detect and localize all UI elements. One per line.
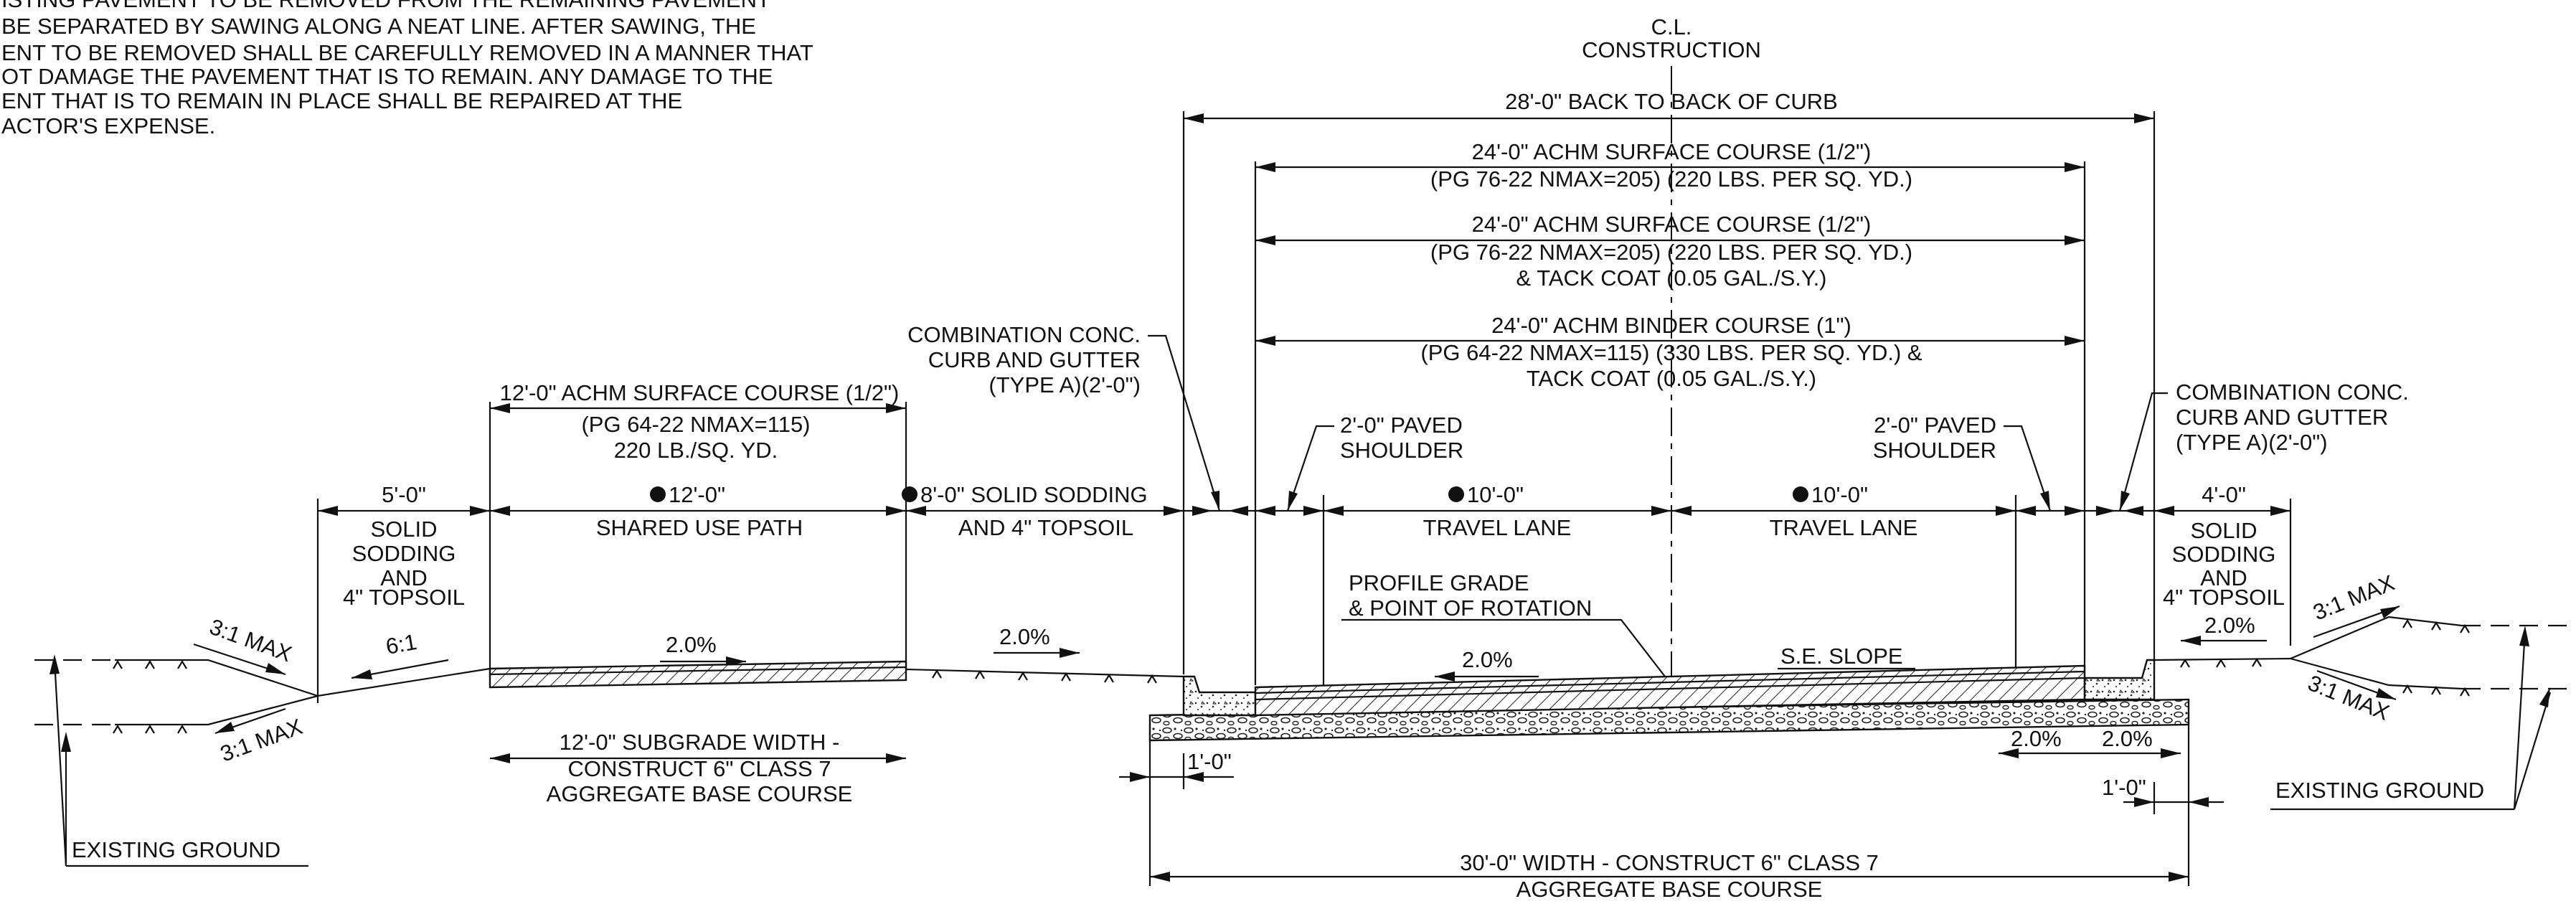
- path-width-bullet: [650, 486, 666, 502]
- right-sod-width: 4'-0": [2202, 482, 2246, 507]
- note-line-1: ISTING PAVEMENT TO BE REMOVED FROM THE R…: [1, 0, 770, 12]
- right-lower-slope: 3:1 MAX: [2304, 670, 2393, 725]
- note-line-5: ENT THAT IS TO REMAIN IN PLACE SHALL BE …: [1, 88, 682, 113]
- mid-sod-desc: AND 4" TOPSOIL: [958, 515, 1133, 540]
- mid-sod-bullet: [902, 486, 917, 502]
- roadway-section: [1148, 659, 2190, 742]
- left-sod-label-3: AND: [380, 565, 427, 590]
- lane-left-label: TRAVEL LANE: [1423, 515, 1572, 540]
- right-sod-label-2: SODDING: [2172, 542, 2276, 567]
- callouts: COMBINATION CONC. CURB AND GUTTER (TYPE …: [49, 322, 2552, 867]
- note-line-6: ACTOR'S EXPENSE.: [1, 113, 215, 138]
- right-sod-slope: 2.0%: [2204, 613, 2255, 638]
- ground-profile: [34, 616, 2576, 734]
- lane-right-width: 10'-0": [1811, 482, 1868, 507]
- right-sod-label-3: AND: [2200, 565, 2247, 590]
- path-surface-spec: (PG 64-22 NMAX=115): [581, 412, 810, 437]
- lane-left-bullet: [1448, 486, 1464, 502]
- centerline: C.L. CONSTRUCTION: [1582, 14, 1761, 725]
- dimension-lines: [318, 113, 2290, 882]
- curb-offset-right: 1'-0": [2102, 775, 2146, 800]
- surface1-dim: 24'-0" ACHM SURFACE COURSE (1/2"): [1472, 139, 1872, 164]
- base-course: AGGREGATE BASE COURSE: [1516, 877, 1823, 902]
- surface2-spec: (PG 76-22 NMAX=205) (220 LBS. PER SQ. YD…: [1430, 240, 1912, 265]
- se-slope-label: S.E. SLOPE: [1780, 644, 1903, 669]
- lane-right-label: TRAVEL LANE: [1770, 515, 1918, 540]
- lane-left-width: 10'-0": [1467, 482, 1524, 507]
- base-width-dim: 30'-0" WIDTH - CONSTRUCT 6" CLASS 7: [1460, 850, 1879, 875]
- subgrade-base: AGGREGATE BASE COURSE: [547, 781, 853, 806]
- left-sod-label-4: 4" TOPSOIL: [343, 585, 465, 610]
- curb-left-label: COMBINATION CONC.: [907, 322, 1141, 347]
- curb-offset-left: 1'-0": [1187, 749, 1232, 774]
- curb-left-label-2: CURB AND GUTTER: [928, 347, 1141, 372]
- gutter-right-slope-b: 2.0%: [2102, 726, 2153, 751]
- left-sod-width: 5'-0": [382, 482, 426, 507]
- note-line-4: OT DAMAGE THE PAVEMENT THAT IS TO REMAIN…: [1, 64, 773, 89]
- path-label: SHARED USE PATH: [596, 515, 803, 540]
- right-sod-label-4: 4" TOPSOIL: [2163, 585, 2285, 610]
- shared-use-path-section: [489, 660, 907, 689]
- curb-right-label: COMBINATION CONC.: [2176, 380, 2409, 405]
- extension-lines: [316, 111, 2292, 886]
- binder-spec: (PG 64-22 NMAX=115) (330 LBS. PER SQ. YD…: [1420, 340, 1922, 365]
- gutter-right-slope-a: 2.0%: [2011, 726, 2062, 751]
- curb-left-label-3: (TYPE A)(2'-0"): [989, 372, 1141, 397]
- existing-ground-left: EXISTING GROUND: [72, 837, 280, 862]
- subgrade-spec: CONSTRUCT 6" CLASS 7: [567, 756, 831, 781]
- existing-ground-right: EXISTING GROUND: [2275, 778, 2484, 803]
- profile-grade-label: PROFILE GRADE: [1349, 570, 1529, 595]
- right-sod-label-1: SOLID: [2190, 518, 2257, 543]
- shoulder-right-label: 2'-0" PAVED: [1874, 413, 1996, 438]
- left-upper-slope: 3:1 MAX: [207, 614, 296, 667]
- general-note: ISTING PAVEMENT TO BE REMOVED FROM THE R…: [1, 0, 813, 138]
- dimension-text: 28'-0" BACK TO BACK OF CURB 24'-0" ACHM …: [382, 89, 2246, 902]
- path-slope: 2.0%: [666, 632, 717, 657]
- lane-right-bullet: [1793, 486, 1808, 502]
- note-line-3: ENT TO BE REMOVED SHALL BE CAREFULLY REM…: [1, 40, 813, 65]
- back-to-back-dim: 28'-0" BACK TO BACK OF CURB: [1505, 89, 1838, 114]
- path-surface-dim: 12'-0" ACHM SURFACE COURSE (1/2"): [500, 380, 900, 405]
- left-sod-label-1: SOLID: [370, 517, 437, 542]
- centerline-label: C.L.: [1651, 14, 1692, 39]
- centerline-label-2: CONSTRUCTION: [1582, 37, 1761, 62]
- left-fore-slope: 6:1: [384, 629, 419, 659]
- binder-tack: TACK COAT (0.05 GAL./S.Y.): [1527, 366, 1816, 391]
- mid-sod-slope: 2.0%: [999, 624, 1050, 649]
- left-sod-label-2: SODDING: [352, 541, 456, 566]
- note-line-2: BE SEPARATED BY SAWING ALONG A NEAT LINE…: [1, 14, 756, 39]
- profile-grade-label-2: & POINT OF ROTATION: [1349, 595, 1592, 621]
- left-lower-slope: 3:1 MAX: [217, 714, 306, 767]
- shoulder-left-label-2: SHOULDER: [1340, 438, 1463, 463]
- curb-right-label-2: CURB AND GUTTER: [2176, 405, 2388, 430]
- surface2-dim: 24'-0" ACHM SURFACE COURSE (1/2"): [1472, 212, 1872, 237]
- subgrade-dim: 12'-0" SUBGRADE WIDTH -: [560, 730, 840, 755]
- mid-sod-width: 8'-0" SOLID SODDING: [920, 482, 1148, 507]
- shoulder-left-label: 2'-0" PAVED: [1340, 413, 1463, 438]
- curb-right-label-3: (TYPE A)(2'-0"): [2176, 430, 2328, 455]
- binder-dim: 24'-0" ACHM BINDER COURSE (1"): [1491, 313, 1851, 338]
- roadway-slope: 2.0%: [1462, 647, 1513, 672]
- surface2-tack: & TACK COAT (0.05 GAL./S.Y.): [1516, 265, 1826, 291]
- path-width: 12'-0": [669, 482, 725, 507]
- surface1-spec: (PG 76-22 NMAX=205) (220 LBS. PER SQ. YD…: [1430, 166, 1912, 192]
- shoulder-right-label-2: SHOULDER: [1873, 438, 1996, 463]
- path-surface-rate: 220 LB./SQ. YD.: [614, 438, 778, 463]
